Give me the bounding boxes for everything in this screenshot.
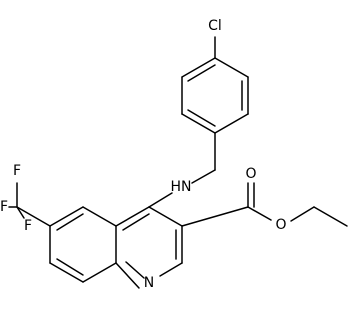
bond	[122, 213, 150, 231]
atom-label-f-left: F	[0, 199, 8, 215]
bond	[290, 206, 315, 222]
bond	[181, 206, 249, 227]
atom-label-f-top: F	[13, 163, 21, 179]
bond	[181, 113, 216, 134]
bond	[125, 261, 145, 279]
bond	[181, 57, 216, 78]
bond	[49, 262, 84, 283]
bond	[16, 206, 51, 227]
bond	[187, 64, 216, 82]
atom-label-f-bottom: F	[24, 218, 32, 234]
bond	[187, 109, 216, 127]
bond	[214, 113, 249, 134]
atom-label-nh: HN	[171, 179, 192, 195]
bond	[49, 206, 84, 227]
atom-labels: Cl HN O O F F F N	[0, 18, 287, 291]
bond	[159, 262, 183, 277]
bond	[191, 169, 216, 184]
bond	[313, 206, 348, 227]
bond	[115, 206, 150, 227]
atom-label-cl: Cl	[208, 18, 222, 34]
bond	[247, 206, 272, 221]
atom-label-ester-o: O	[275, 217, 286, 233]
bond	[16, 206, 25, 219]
bond	[82, 206, 117, 227]
bond	[214, 57, 249, 78]
bond	[56, 258, 84, 276]
bond	[115, 262, 140, 289]
atom-label-n-ring: N	[144, 275, 154, 291]
bonds	[8, 36, 348, 289]
bond	[148, 192, 173, 208]
bond	[56, 213, 84, 231]
bond	[82, 262, 117, 283]
bond	[148, 206, 183, 227]
atom-label-carbonyl-o: O	[245, 166, 256, 182]
